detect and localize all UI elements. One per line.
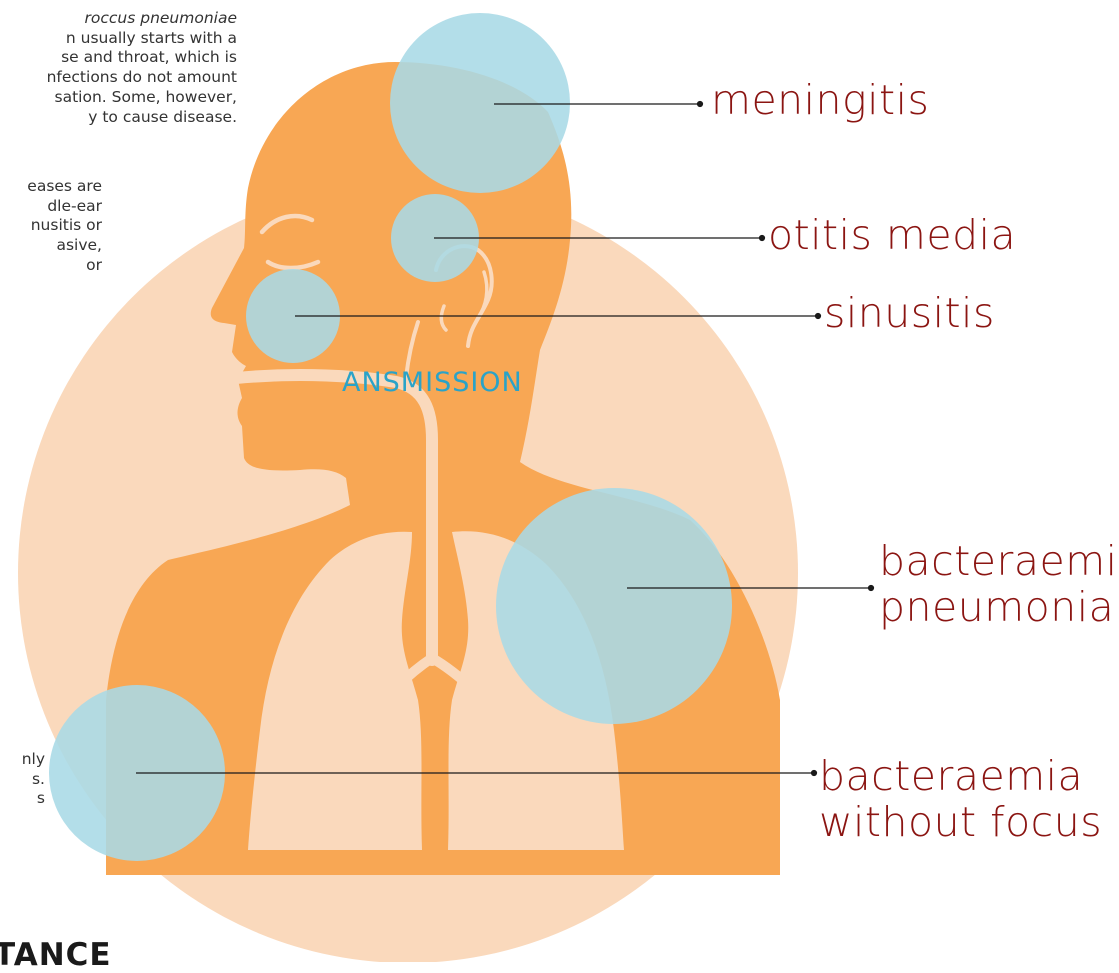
diseases-line: nusitis or	[0, 216, 102, 236]
leader-dot-bacteraemia	[812, 771, 817, 776]
infection-circle-pneumonia	[496, 488, 732, 724]
label-sinusitis: sinusitis	[824, 290, 995, 336]
resistance-heading: TANCE	[0, 937, 112, 973]
bottom-left-line: s.	[0, 770, 45, 790]
label-bacteraemic-pneumonia: bacteraemic pneumonia	[879, 538, 1119, 630]
diseases-line: eases are	[0, 177, 102, 197]
label-pneumonia-line2: pneumonia	[879, 584, 1119, 630]
transmission-heading: ANSMISSION	[342, 367, 523, 398]
bottom-left-line: s	[0, 789, 45, 809]
diseases-paragraph: eases are dle-ear nusitis or asive, or	[0, 177, 102, 276]
label-bacteraemia-line2: without focus	[819, 799, 1081, 845]
label-bacteraemia-without-focus: bacteraemia without focus	[819, 753, 1081, 845]
infection-circle-meningitis	[390, 13, 570, 193]
diseases-line: dle-ear	[0, 197, 102, 217]
bottom-left-paragraph: nly s. s	[0, 750, 45, 809]
leader-dot-meningitis	[698, 102, 703, 107]
label-pneumonia-line1: bacteraemic	[879, 538, 1119, 584]
intro-line: y to cause disease.	[0, 108, 237, 128]
intro-line: nfections do not amount	[0, 68, 237, 88]
label-meningitis: meningitis	[711, 77, 929, 123]
intro-line: se and throat, which is	[0, 48, 237, 68]
leader-dot-sinusitis	[816, 314, 821, 319]
leader-dot-otitis-media	[760, 236, 765, 241]
diseases-line: asive,	[0, 236, 102, 256]
intro-paragraph: roccus pneumoniae n usually starts with …	[0, 9, 237, 127]
label-bacteraemia-line1: bacteraemia	[819, 753, 1081, 799]
label-otitis-media: otitis media	[768, 212, 1016, 258]
intro-line: roccus pneumoniae	[0, 9, 237, 29]
intro-line: n usually starts with a	[0, 29, 237, 49]
intro-line: sation. Some, however,	[0, 88, 237, 108]
bottom-left-line: nly	[0, 750, 45, 770]
diseases-line: or	[0, 256, 102, 276]
leader-dot-pneumonia	[869, 586, 874, 591]
